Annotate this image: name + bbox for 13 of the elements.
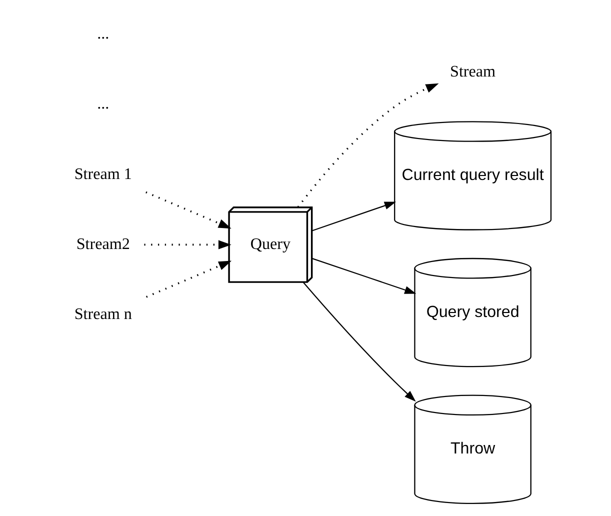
arrow (297, 82, 439, 208)
arrow (146, 260, 232, 298)
node-text: Stream 1 (74, 165, 132, 182)
label: ... (97, 25, 110, 42)
arrow (302, 281, 416, 402)
node-text: Stream n (74, 306, 132, 323)
arrow (312, 201, 396, 231)
node-text: Stream (450, 62, 496, 80)
label: ... (97, 95, 110, 112)
arrow (144, 240, 232, 249)
arrow (312, 257, 416, 294)
arrow (146, 190, 232, 228)
node-text: Stream2 (76, 235, 130, 252)
